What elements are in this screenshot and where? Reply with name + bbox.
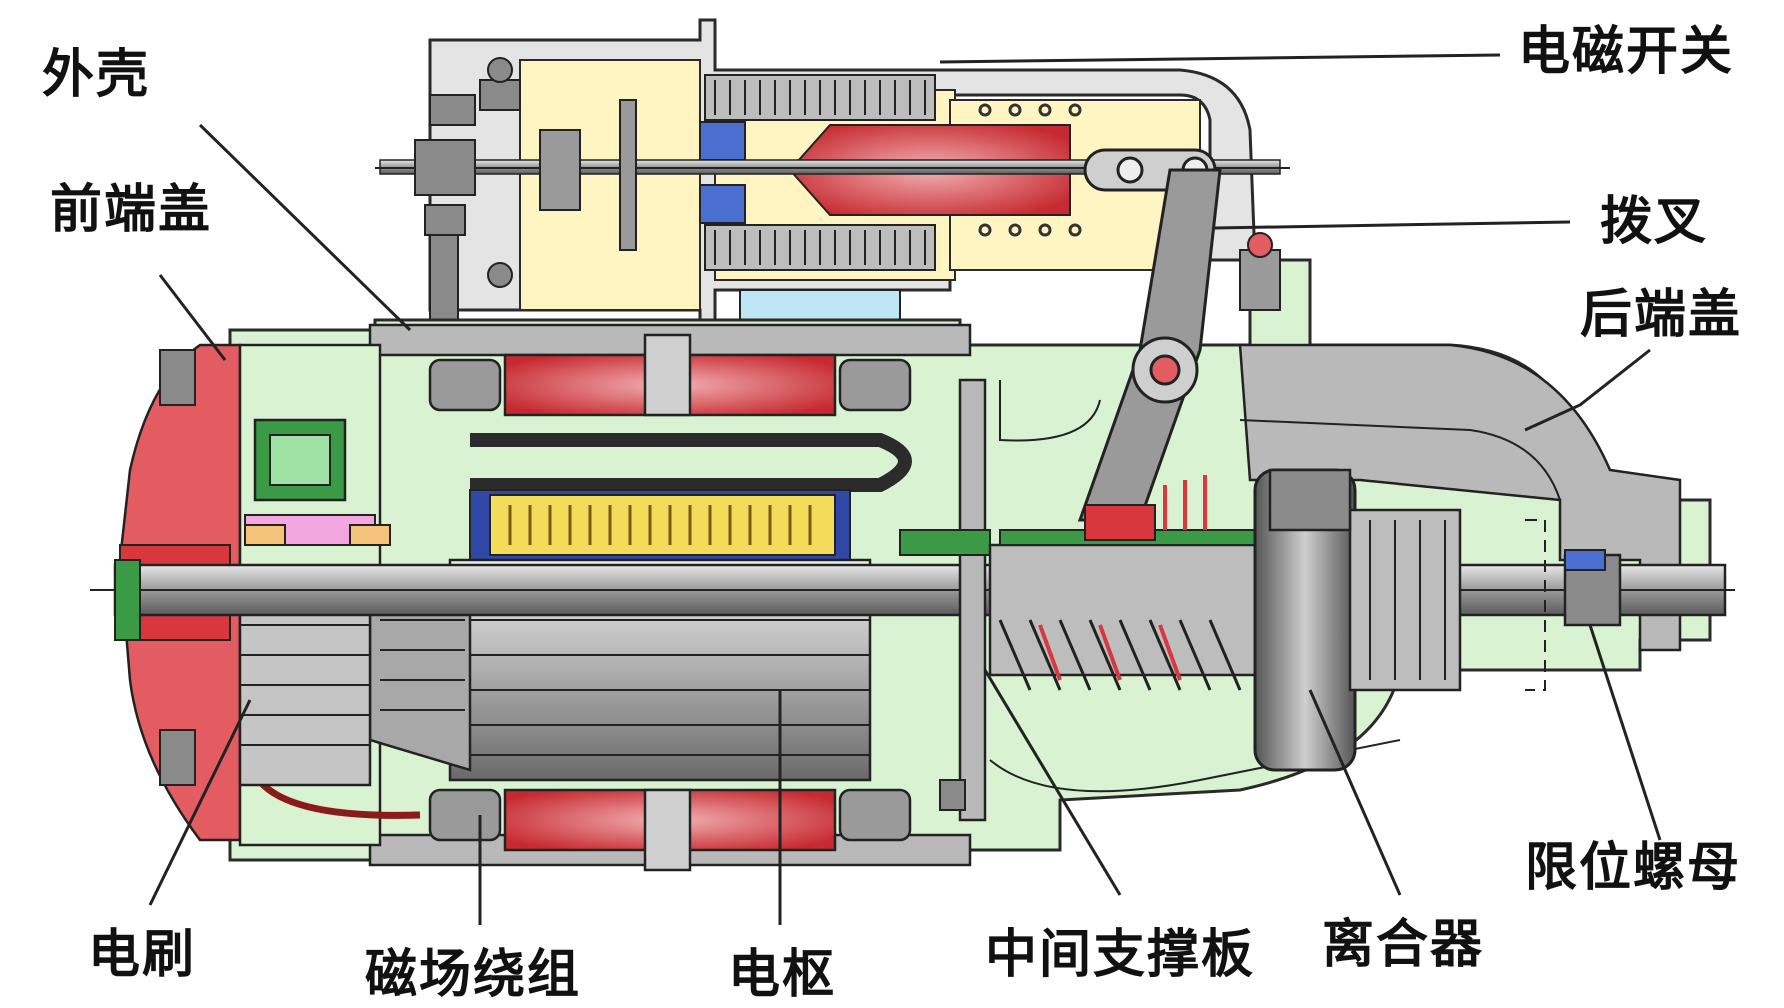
label-shift-fork: 拨叉 <box>1600 192 1709 252</box>
limit-nut <box>1563 549 1622 627</box>
label-armature: 电枢 <box>728 945 837 1005</box>
middle-support-plate <box>899 378 991 822</box>
leader-lines <box>148 53 1662 925</box>
shift-fork <box>1077 168 1281 541</box>
label-field-winding: 磁场绕组 <box>365 945 582 1005</box>
label-rear-end-cover: 后端盖 <box>1580 285 1743 345</box>
label-solenoid-switch: 电磁开关 <box>1518 22 1735 82</box>
label-front-end-cover: 前端盖 <box>50 180 213 240</box>
label-middle-support-plate: 中间支撑板 <box>985 925 1256 985</box>
label-limit-nut: 限位螺母 <box>1525 838 1742 898</box>
label-brush: 电刷 <box>88 925 197 985</box>
overrunning-clutch <box>988 468 1546 772</box>
label-shell: 外壳 <box>42 45 151 105</box>
label-clutch: 离合器 <box>1322 915 1485 975</box>
